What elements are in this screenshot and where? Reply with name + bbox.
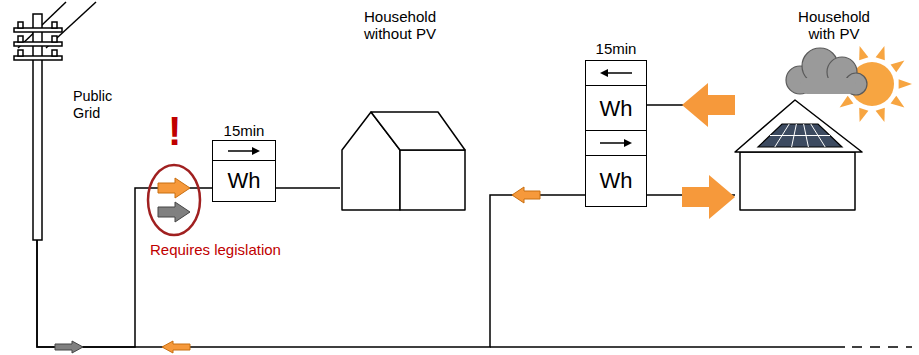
meter-register-label: Wh: [600, 96, 633, 121]
panel-frame: [758, 124, 842, 147]
household-node: Household without PV: [340, 8, 470, 212]
overhead-wire: [46, 2, 96, 48]
grey-flow-arrow: [55, 341, 83, 353]
wire-connector: [37, 188, 212, 347]
sun-ray: [876, 46, 885, 60]
sun-ray: [876, 108, 885, 122]
sun-ray: [891, 61, 905, 73]
wire-connector: [276, 187, 340, 189]
panel-line: [770, 135, 830, 136]
energy-meter: Wh 15min: [212, 122, 276, 200]
direction-arrow: [596, 137, 636, 149]
house-outline: [342, 112, 465, 210]
panel-line: [792, 124, 797, 147]
interval-label: 15min: [224, 122, 265, 139]
grid-label-holder: Public Grid: [73, 88, 131, 122]
direction-arrow: [596, 67, 636, 79]
meter-register: [212, 140, 276, 162]
export-arrow: [682, 83, 735, 127]
sun-ray: [859, 46, 868, 60]
import-arrow: [682, 175, 735, 219]
cloud: [786, 48, 867, 95]
meter-register-label: Wh: [228, 168, 261, 193]
panel-line: [811, 124, 825, 147]
meter-register-label: Wh: [600, 168, 633, 193]
household-label-holder: Household without PV: [345, 8, 455, 43]
arrow-head: [600, 69, 608, 77]
house-with-pv-outline: [735, 100, 862, 210]
grid-wire: [490, 346, 845, 348]
interval-label-holder: 15min: [585, 40, 647, 58]
sun-ray: [899, 79, 912, 89]
panel-line: [804, 124, 809, 147]
pole-post: [33, 14, 42, 240]
insulator: [18, 22, 23, 28]
interval-label-holder: 15min: [212, 122, 276, 140]
cloud-base: [800, 78, 856, 94]
highlight-circle: [148, 165, 200, 235]
panel-line: [775, 124, 789, 147]
insulator: [52, 22, 57, 28]
meter-register: Wh: [212, 160, 276, 202]
orange-flow-arrow: [512, 187, 540, 203]
house-body: [740, 152, 855, 210]
panel-grid: [770, 124, 830, 147]
legislation-note: Requires legislation: [150, 241, 281, 258]
household-label: Household with PV: [783, 8, 885, 43]
orange-flow-arrow: [162, 341, 190, 353]
household-pv-node: Household with PV: [735, 8, 885, 212]
household-label-holder: Household with PV: [783, 8, 885, 43]
arrow-head: [624, 139, 632, 147]
legislation-note-holder: Requires legislation: [150, 241, 281, 259]
insulator: [52, 50, 57, 56]
sun-ray: [840, 96, 854, 108]
grey-flow-arrow: [158, 202, 190, 222]
household-label: Household without PV: [345, 8, 455, 43]
grid-label: Public Grid: [73, 88, 131, 121]
insulator: [52, 36, 57, 42]
utility-pole-node: Public Grid: [5, 0, 130, 240]
house-roof: [735, 100, 862, 152]
wire-connector: [37, 195, 585, 347]
interval-label: 15min: [596, 40, 637, 57]
meter-register: Wh: [585, 85, 647, 132]
warning-mark: !: [168, 109, 181, 153]
insulator: [18, 36, 23, 42]
bidirectional-meter: WhWh15min: [585, 40, 647, 205]
meter-register: Wh: [585, 155, 647, 207]
solar-panel: [758, 124, 842, 147]
house-roof: [371, 112, 465, 150]
meter-register: [585, 130, 647, 157]
meter-register: [585, 60, 647, 87]
orange-flow-arrow: [158, 178, 190, 198]
sun-ray: [859, 108, 868, 122]
house-side: [400, 150, 465, 210]
insulator: [18, 50, 23, 56]
direction-arrow: [224, 145, 264, 157]
grid-wire-continuation: [852, 346, 912, 348]
sun-ray: [891, 96, 905, 108]
arrow-head: [252, 147, 260, 155]
warning-mark-holder: !: [168, 108, 181, 154]
